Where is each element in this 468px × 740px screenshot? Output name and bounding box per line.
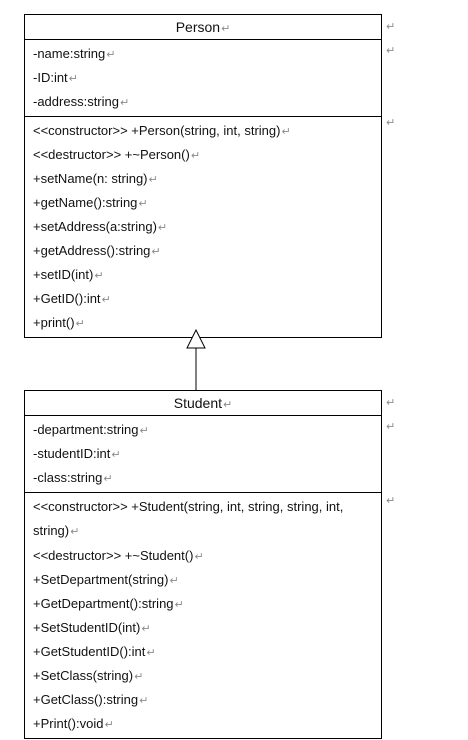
person-method: <<constructor>> +Person(string, int, str…: [33, 123, 291, 138]
person-class-box: Person↵ -name:string↵ -ID:int↵ -address:…: [24, 14, 382, 338]
person-method: <<destructor>> +~Person()↵: [33, 147, 201, 162]
return-mark-icon: ↵: [104, 719, 114, 731]
return-mark-icon: ↵: [148, 174, 158, 186]
return-mark-icon: ↵: [103, 473, 113, 485]
person-attribute: -ID:int↵: [33, 70, 78, 85]
return-mark-icon: ↵: [174, 599, 184, 611]
student-attribute: -department:string↵: [33, 422, 149, 437]
person-method: +setAddress(a:string)↵: [33, 219, 168, 234]
return-mark-icon: ↵: [169, 575, 179, 587]
return-mark-icon: ↵: [68, 73, 78, 85]
return-mark-icon: ↵: [190, 150, 201, 162]
student-method: +SetDepartment(string)↵: [33, 572, 179, 587]
return-mark-icon: ↵: [281, 126, 291, 138]
student-attributes: -department:string↵ -studentID:int↵ -cla…: [25, 416, 381, 493]
person-class-name: Person↵: [25, 15, 381, 40]
person-method: +getName():string↵: [33, 195, 148, 210]
return-mark-icon: ↵: [386, 397, 396, 409]
return-mark-icon: ↵: [386, 45, 396, 57]
student-method: +GetClass():string↵: [33, 692, 149, 707]
student-attribute: -class:string↵: [33, 470, 113, 485]
person-method: +getAddress():string↵: [33, 243, 161, 258]
person-method: +GetID():int↵: [33, 291, 111, 306]
return-mark-icon: ↵: [101, 294, 111, 306]
person-method: +print()↵: [33, 315, 85, 330]
student-class-box: Student↵ -department:string↵ -studentID:…: [24, 390, 382, 739]
student-method: +SetClass(string)↵: [33, 668, 144, 683]
return-mark-icon: ↵: [134, 671, 144, 683]
student-method: +GetDepartment():string↵: [33, 596, 184, 611]
person-attribute: -address:string↵: [33, 94, 130, 109]
return-mark-icon: ↵: [223, 399, 233, 411]
person-methods: <<constructor>> +Person(string, int, str…: [25, 117, 381, 337]
return-mark-icon: ↵: [194, 551, 204, 563]
return-mark-icon: ↵: [151, 246, 161, 258]
person-attribute: -name:string↵: [33, 46, 116, 61]
return-mark-icon: ↵: [386, 117, 396, 129]
return-mark-icon: ↵: [106, 49, 116, 61]
student-attribute: -studentID:int↵: [33, 446, 121, 461]
person-attributes: -name:string↵ -ID:int↵ -address:string↵: [25, 40, 381, 117]
return-mark-icon: ↵: [221, 23, 231, 35]
return-mark-icon: ↵: [70, 526, 80, 538]
return-mark-icon: ↵: [119, 97, 130, 109]
return-mark-icon: ↵: [94, 270, 104, 282]
student-method: <<constructor>> +Student(string, int, st…: [33, 499, 344, 538]
return-mark-icon: ↵: [139, 695, 149, 707]
student-method: +Print():void↵: [33, 716, 114, 731]
return-mark-icon: ↵: [386, 21, 396, 33]
generalization-triangle: [186, 328, 206, 349]
return-mark-icon: ↵: [75, 318, 85, 330]
person-method: +setID(int)↵: [33, 267, 104, 282]
student-methods: <<constructor>> +Student(string, int, st…: [25, 493, 381, 738]
return-mark-icon: ↵: [386, 421, 396, 433]
student-method: +GetStudentID():int↵: [33, 644, 156, 659]
return-mark-icon: ↵: [146, 647, 156, 659]
return-mark-icon: ↵: [141, 623, 151, 635]
return-mark-icon: ↵: [386, 495, 396, 507]
return-mark-icon: ↵: [139, 425, 149, 437]
student-class-name: Student↵: [25, 391, 381, 416]
return-mark-icon: ↵: [111, 449, 121, 461]
return-mark-icon: ↵: [138, 198, 148, 210]
student-method: +SetStudentID(int)↵: [33, 620, 151, 635]
student-method: <<destructor>> +~Student()↵: [33, 548, 204, 563]
person-method: +setName(n: string)↵: [33, 171, 158, 186]
return-mark-icon: ↵: [157, 222, 168, 234]
